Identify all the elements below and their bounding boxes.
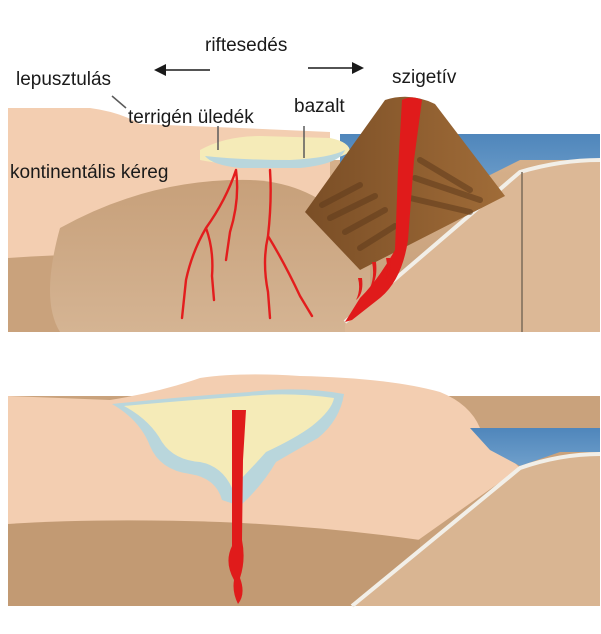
erosion-pointer (112, 96, 126, 108)
label-basalt: bazalt (294, 96, 345, 117)
bottom-lower-crust-band (8, 520, 420, 606)
label-sediment: terrigén üledék (128, 107, 254, 128)
bottom-panel (8, 374, 600, 606)
label-erosion: lepusztulás (16, 69, 111, 90)
left-arrow-head (154, 64, 166, 76)
rifting-arrows (154, 62, 364, 76)
label-continental-crust: kontinentális kéreg (10, 162, 168, 183)
label-island-arc: szigetív (392, 67, 457, 88)
right-arrow-head (352, 62, 364, 74)
label-rifting: riftesedés (205, 35, 287, 56)
